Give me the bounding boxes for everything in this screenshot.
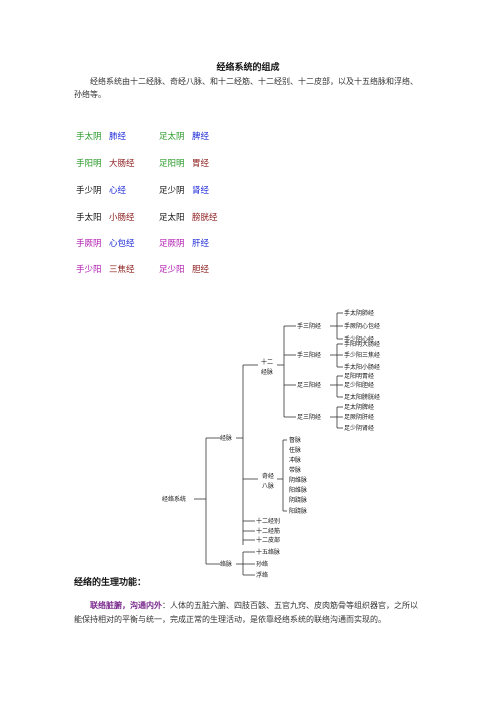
section-title: 经络的生理功能： (74, 578, 147, 588)
meridian-cell: 肝经 (192, 239, 210, 249)
other-0: 十二经别 (256, 518, 281, 525)
leaf-zyin-0: 足太阴脾经 (344, 404, 375, 411)
meridian-cell: 三焦经 (109, 265, 135, 275)
para-body: ：人体的五脏六腑、四肢百骸、五官九窍、皮肉筋骨等组织器官，之所以能保持相对的平衡… (74, 601, 418, 624)
meridian-cell: 足厥阴 (159, 239, 185, 249)
meridian-cell: 手太阳 (76, 213, 102, 223)
other-1: 十二经筋 (256, 528, 281, 535)
leaf-syang-2: 手太阳小肠经 (344, 364, 381, 371)
tree-jingmai: 经脉 (220, 435, 233, 442)
tree-lines (194, 312, 343, 576)
meridian-tree-diagram: 经络系统 经脉 络脉 十二 经脉 手三阴经 手三阳经 足三阳经 足三阴经 手太阴… (140, 283, 440, 583)
meridian-cell: 足少阴 (159, 186, 185, 196)
bamai-4: 阴维脉 (289, 477, 308, 484)
tree-shier-2: 经脉 (261, 369, 274, 376)
tree-luomai: 络脉 (220, 561, 233, 568)
meridian-cell: 肺经 (109, 132, 127, 142)
leaf-sy-0: 手太阴肺经 (344, 310, 375, 317)
meridian-cell: 小肠经 (109, 213, 135, 223)
tree-shou-san-yang: 手三阳经 (297, 352, 322, 359)
other-2: 十二皮部 (256, 537, 281, 544)
bamai-1: 任脉 (289, 447, 302, 454)
tree-shier-1: 十二 (261, 359, 274, 366)
tree-zu-san-yang: 足三阳经 (297, 382, 322, 389)
leaf-sy-2: 手少阴心经 (344, 336, 375, 343)
meridian-cell: 手少阴 (76, 186, 102, 196)
meridian-cell: 足太阳 (159, 213, 185, 223)
leaf-zyin-1: 足厥阴肝经 (344, 414, 375, 421)
tree-root: 经络系统 (162, 496, 187, 503)
intro-paragraph: 经络系统由十二经脉、奇经八脉、和十二经筋、十二经别、十二皮部，以及十五络脉和浮络… (74, 77, 418, 99)
meridian-cell: 心包经 (109, 239, 135, 249)
tree-qijing-1: 奇经 (262, 473, 275, 480)
luo-1: 孙络 (256, 561, 269, 568)
meridian-cell: 脾经 (192, 132, 210, 142)
bamai-3: 带脉 (289, 467, 302, 474)
meridian-cell: 胆经 (192, 265, 210, 275)
meridian-cell: 大肠经 (109, 159, 135, 169)
bamai-7: 阳跷脉 (289, 508, 308, 515)
bamai-6: 阴跷脉 (289, 497, 308, 504)
meridian-cell: 膀胱经 (192, 213, 218, 223)
leaf-sy-1: 手厥阴心包经 (344, 323, 381, 330)
meridian-cell: 心经 (109, 186, 127, 196)
leaf-syang-1: 手少阳三焦经 (344, 352, 381, 359)
leaf-syang-0: 手阳明大肠经 (344, 341, 381, 348)
leaf-zyang-2: 足太阳膀胱经 (344, 394, 381, 401)
bamai-0: 督脉 (289, 437, 302, 444)
meridian-cell: 肾经 (192, 186, 210, 196)
meridian-cell: 足太阴 (159, 132, 185, 142)
tree-shou-san-yin: 手三阴经 (297, 323, 322, 330)
luo-2: 浮络 (256, 572, 269, 579)
page-title: 经络系统的组成 (216, 63, 280, 73)
bamai-2: 冲脉 (289, 457, 302, 464)
tree-zu-san-yin: 足三阴经 (297, 414, 322, 421)
meridian-cell: 足阳明 (159, 159, 185, 169)
meridian-cell: 手阳明 (76, 159, 102, 169)
meridian-cell: 足少阳 (159, 265, 185, 275)
leaf-zyang-0: 足阳明胃经 (344, 373, 375, 380)
leaf-zyang-1: 足少阳胆经 (344, 382, 375, 389)
bamai-5: 阳维脉 (289, 487, 308, 494)
leaf-zyin-2: 足少阴肾经 (344, 425, 375, 432)
meridian-cell: 胃经 (192, 159, 210, 169)
meridian-cell: 手厥阴 (76, 239, 102, 249)
luo-0: 十五络脉 (256, 549, 281, 556)
meridian-cell: 手太阴 (76, 132, 102, 142)
meridian-cell: 手少阳 (76, 265, 102, 275)
tree-qijing-2: 八脉 (262, 483, 275, 490)
para-lead: 联络脏腑，沟通内外 (90, 600, 162, 610)
function-paragraph: 联络脏腑，沟通内外：人体的五脏六腑、四肢百骸、五官九窍、皮肉筋骨等组织器官，之所… (74, 599, 424, 626)
